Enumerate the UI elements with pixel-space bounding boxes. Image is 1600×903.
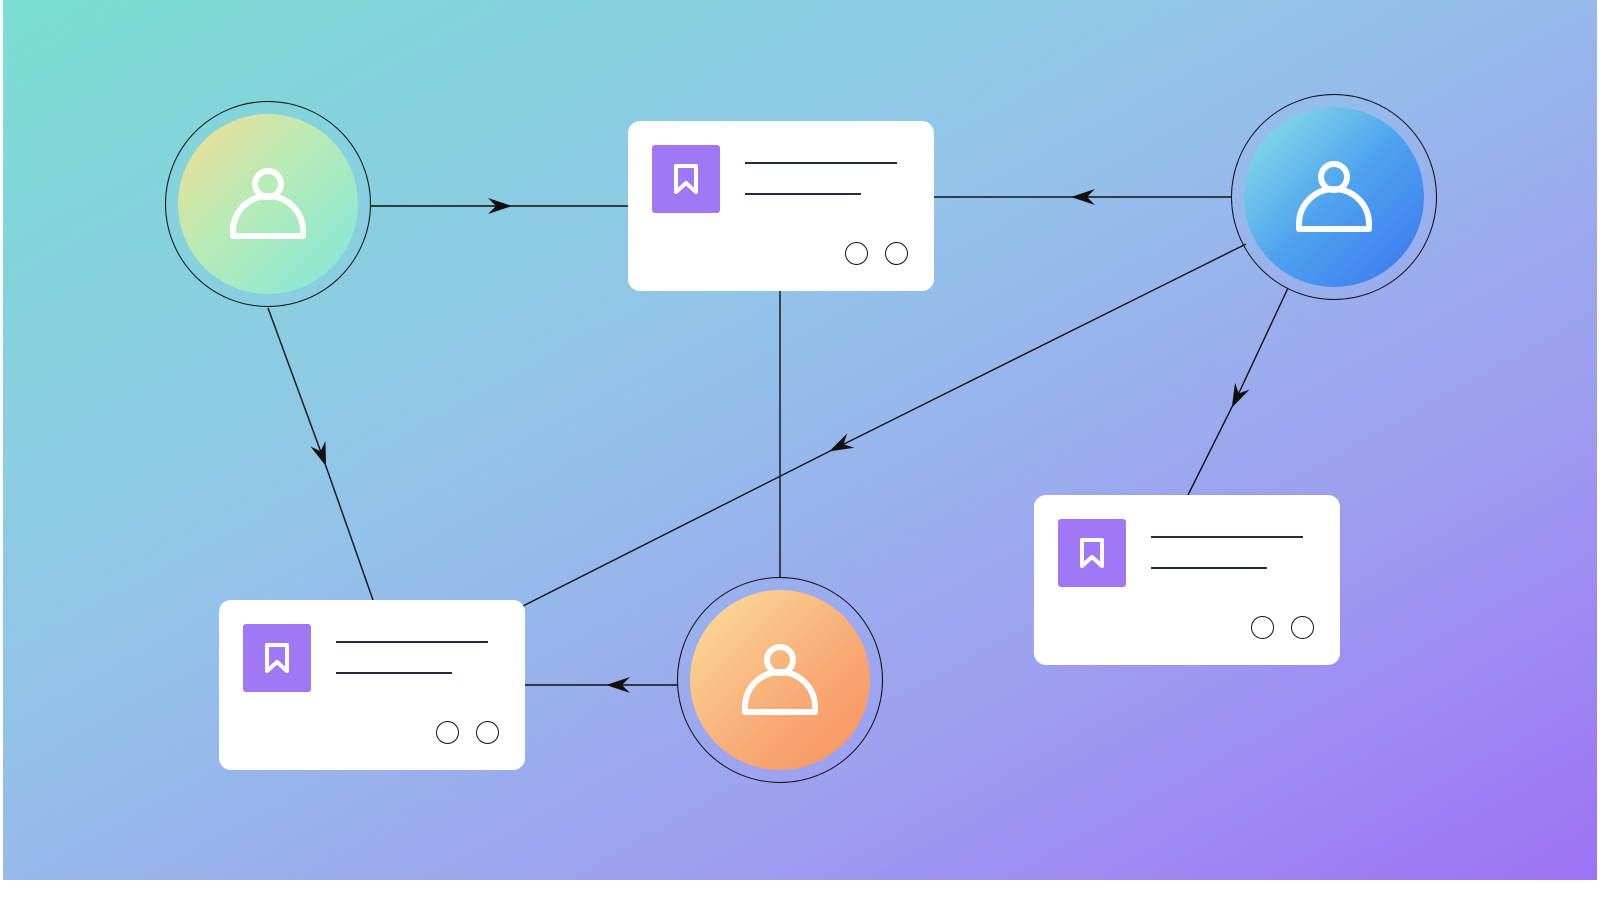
text-placeholder-line [1151,536,1303,538]
user-node-blue[interactable] [1231,94,1437,300]
user-icon [1296,161,1372,232]
edge-blue-to-card-right [1187,287,1289,496]
action-dot[interactable] [436,721,459,744]
diagram-canvas [3,0,1597,880]
bookmark-icon [674,164,698,194]
edge-blue-to-card-left [522,243,1247,607]
user-icon [742,644,818,715]
bookmark-icon [265,643,289,673]
text-placeholder-line [745,162,897,164]
bookmark-card-left[interactable] [219,600,525,770]
node-ring [165,101,371,307]
avatar [1244,107,1424,287]
node-ring [1231,94,1437,300]
node-ring [677,577,883,783]
user-node-green[interactable] [165,101,371,307]
bookmark-card-right[interactable] [1034,495,1340,665]
edge-green-to-card-left [267,307,374,601]
action-dot[interactable] [845,242,868,265]
bookmark-tile [652,145,720,213]
avatar [690,590,870,770]
text-placeholder-line [745,193,861,195]
text-placeholder-line [336,641,488,643]
bookmark-icon [1080,538,1104,568]
text-placeholder-line [1151,567,1267,569]
action-dot[interactable] [885,242,908,265]
avatar [178,114,358,294]
user-node-orange[interactable] [677,577,883,783]
bookmark-tile [243,624,311,692]
user-icon [230,168,306,239]
connections-layer [267,189,1289,693]
text-placeholder-line [336,672,452,674]
action-dot[interactable] [476,721,499,744]
action-dot[interactable] [1251,616,1274,639]
bookmark-tile [1058,519,1126,587]
bookmark-card-top[interactable] [628,121,934,291]
action-dot[interactable] [1291,616,1314,639]
